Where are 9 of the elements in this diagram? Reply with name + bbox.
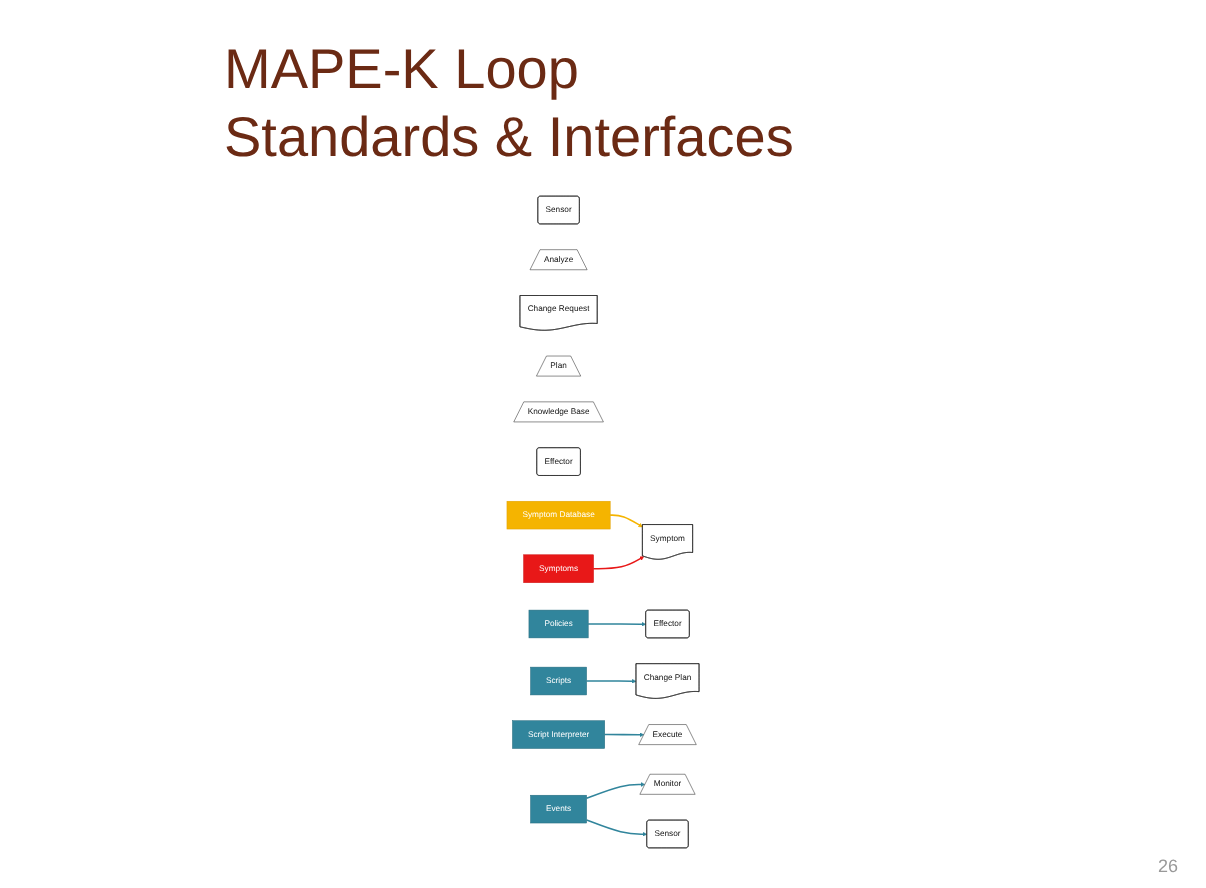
- arrow: [585, 782, 646, 800]
- arrow: [585, 819, 648, 837]
- arrow: [587, 621, 647, 627]
- page-number: 26: [1157, 856, 1178, 876]
- arrow: [609, 514, 643, 528]
- arrow: [592, 556, 645, 570]
- slide-title: MAPE-K Loop Standards & Interfaces: [224, 36, 796, 172]
- arrow: [603, 732, 645, 738]
- arrow: [585, 678, 637, 684]
